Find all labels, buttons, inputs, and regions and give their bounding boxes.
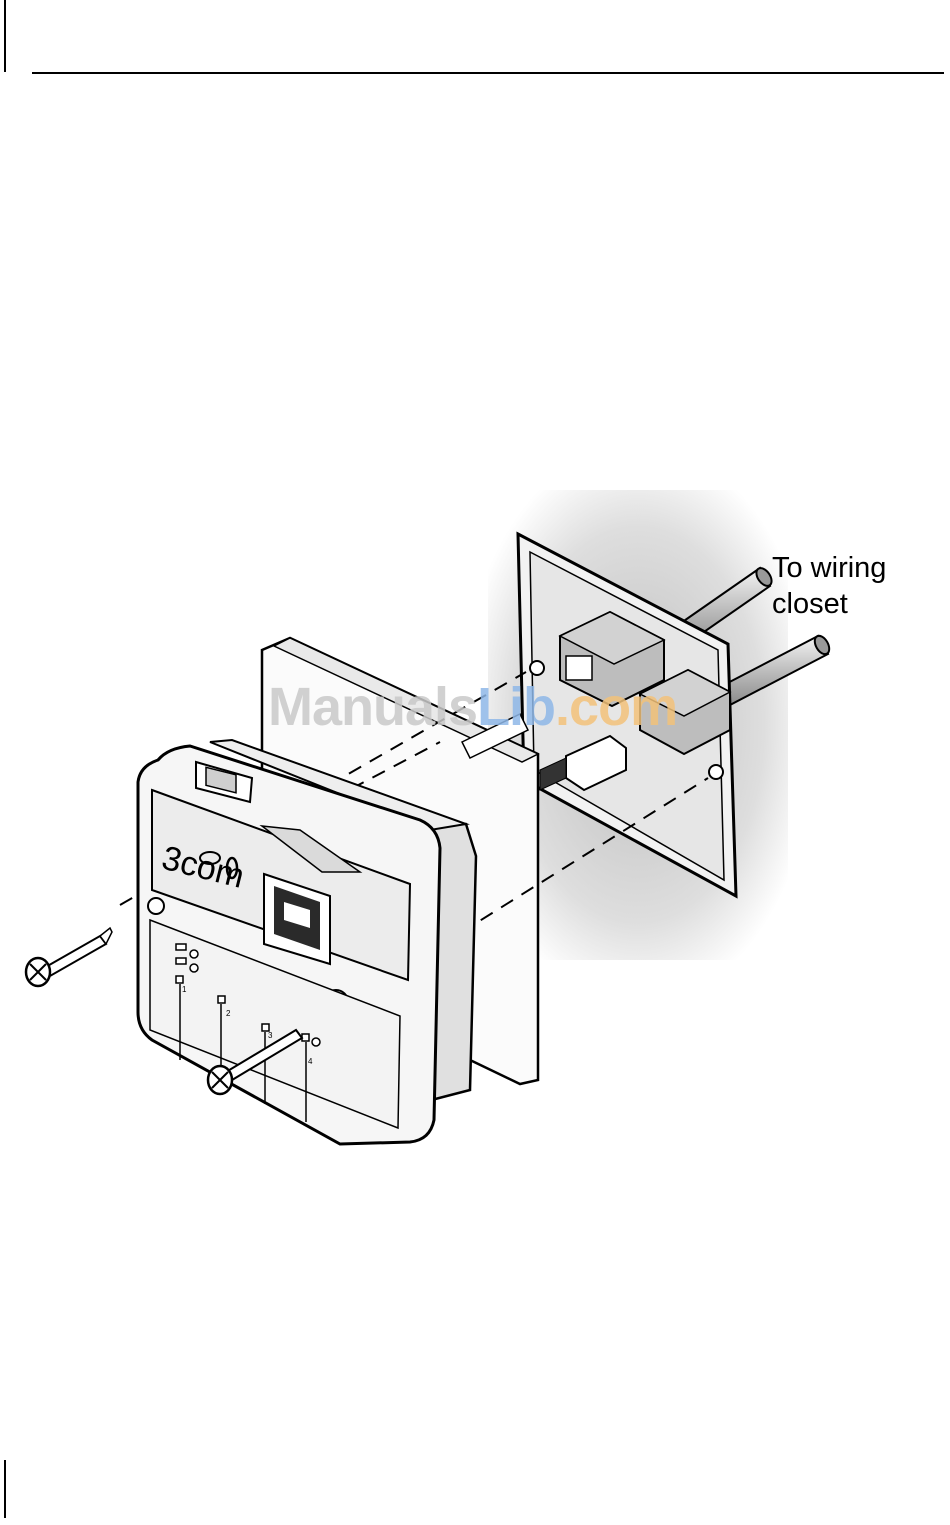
- margin-bar-top: [4, 0, 6, 72]
- watermark-part-2: Lib: [477, 677, 555, 737]
- led-label-3: 3: [268, 1031, 273, 1040]
- callout-line-2: closet: [772, 586, 886, 622]
- screw-left: [26, 928, 112, 986]
- header-rule: [32, 72, 944, 74]
- margin-bar-bottom: [4, 1460, 6, 1518]
- led-label-4: 4: [308, 1057, 313, 1066]
- led-label-2: 2: [226, 1009, 231, 1018]
- watermark-part-3: .com: [555, 677, 677, 737]
- led-label-1: 1: [182, 985, 187, 994]
- watermark: ManualsLib.com: [268, 676, 677, 738]
- callout-line-1: To wiring: [772, 550, 886, 586]
- wiring-closet-callout: To wiring closet: [772, 550, 886, 622]
- watermark-part-1: Manuals: [268, 677, 477, 737]
